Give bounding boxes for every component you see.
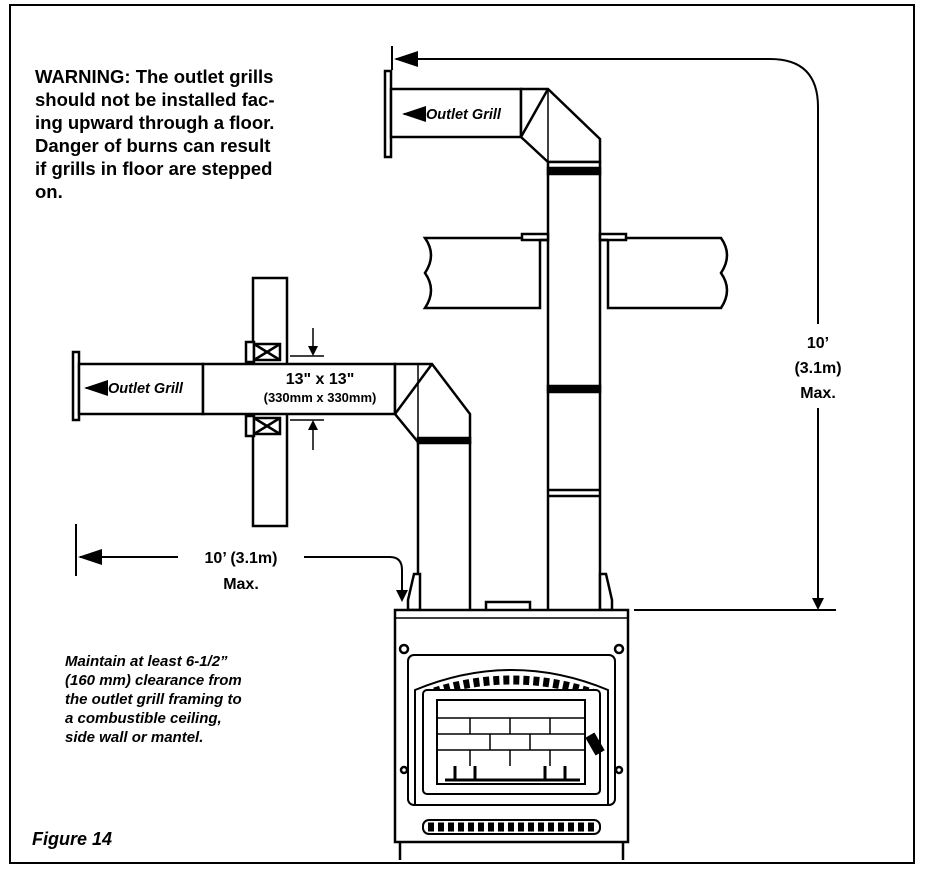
lower-vertical-pipe — [416, 441, 472, 614]
horizontal-dim-value: 10’ (3.1m) — [205, 550, 278, 567]
vertical-dim-value: 10’ — [807, 335, 829, 352]
clearance-line: the outlet grill framing to — [65, 691, 242, 708]
warning-line: if grills in floor are stepped — [35, 158, 272, 179]
warning-line: should not be installed fac- — [35, 89, 275, 110]
upper-elbow — [519, 87, 602, 164]
horizontal-dimension: 10’ (3.1m) Max. — [75, 524, 408, 602]
figure-label: Figure 14 — [32, 829, 112, 849]
duct-size-label: 13" x 13" — [286, 371, 355, 388]
fireplace-unit — [393, 572, 630, 860]
joist-right — [606, 236, 729, 310]
clearance-line: a combustible ceiling, — [65, 710, 222, 727]
clearance-note: Maintain at least 6-1/2” (160 mm) cleara… — [65, 653, 242, 746]
floor-joists — [422, 232, 729, 310]
warning-line: ing upward through a floor. — [35, 112, 274, 133]
duct-size-dimension: 13" x 13" (330mm x 330mm) — [264, 328, 377, 450]
vertical-dim-suffix: Max. — [800, 385, 836, 402]
upper-vertical-pipe — [546, 160, 602, 614]
warning-text: WARNING: The outlet grills should not be… — [35, 66, 275, 202]
warning-line: WARNING: The outlet grills — [35, 66, 273, 87]
vertical-dim-metric: (3.1m) — [794, 360, 841, 377]
vertical-dimension: 10’ (3.1m) Max. — [391, 46, 842, 611]
warning-line: Danger of burns can result — [35, 135, 270, 156]
upper-outlet-duct — [383, 69, 602, 164]
clearance-line: (160 mm) clearance from — [65, 672, 242, 689]
joist-left — [422, 236, 542, 310]
clearance-line: Maintain at least 6-1/2” — [65, 653, 228, 670]
lower-elbow — [393, 362, 472, 444]
lower-outlet-grill-label: Outlet Grill — [108, 381, 184, 397]
horizontal-dim-suffix: Max. — [223, 576, 259, 593]
warning-line: on. — [35, 181, 63, 202]
duct-size-metric-label: (330mm x 330mm) — [264, 390, 377, 405]
clearance-line: side wall or mantel. — [65, 729, 203, 746]
upper-outlet-grill-label: Outlet Grill — [426, 107, 502, 123]
figure-frame — [9, 4, 915, 864]
